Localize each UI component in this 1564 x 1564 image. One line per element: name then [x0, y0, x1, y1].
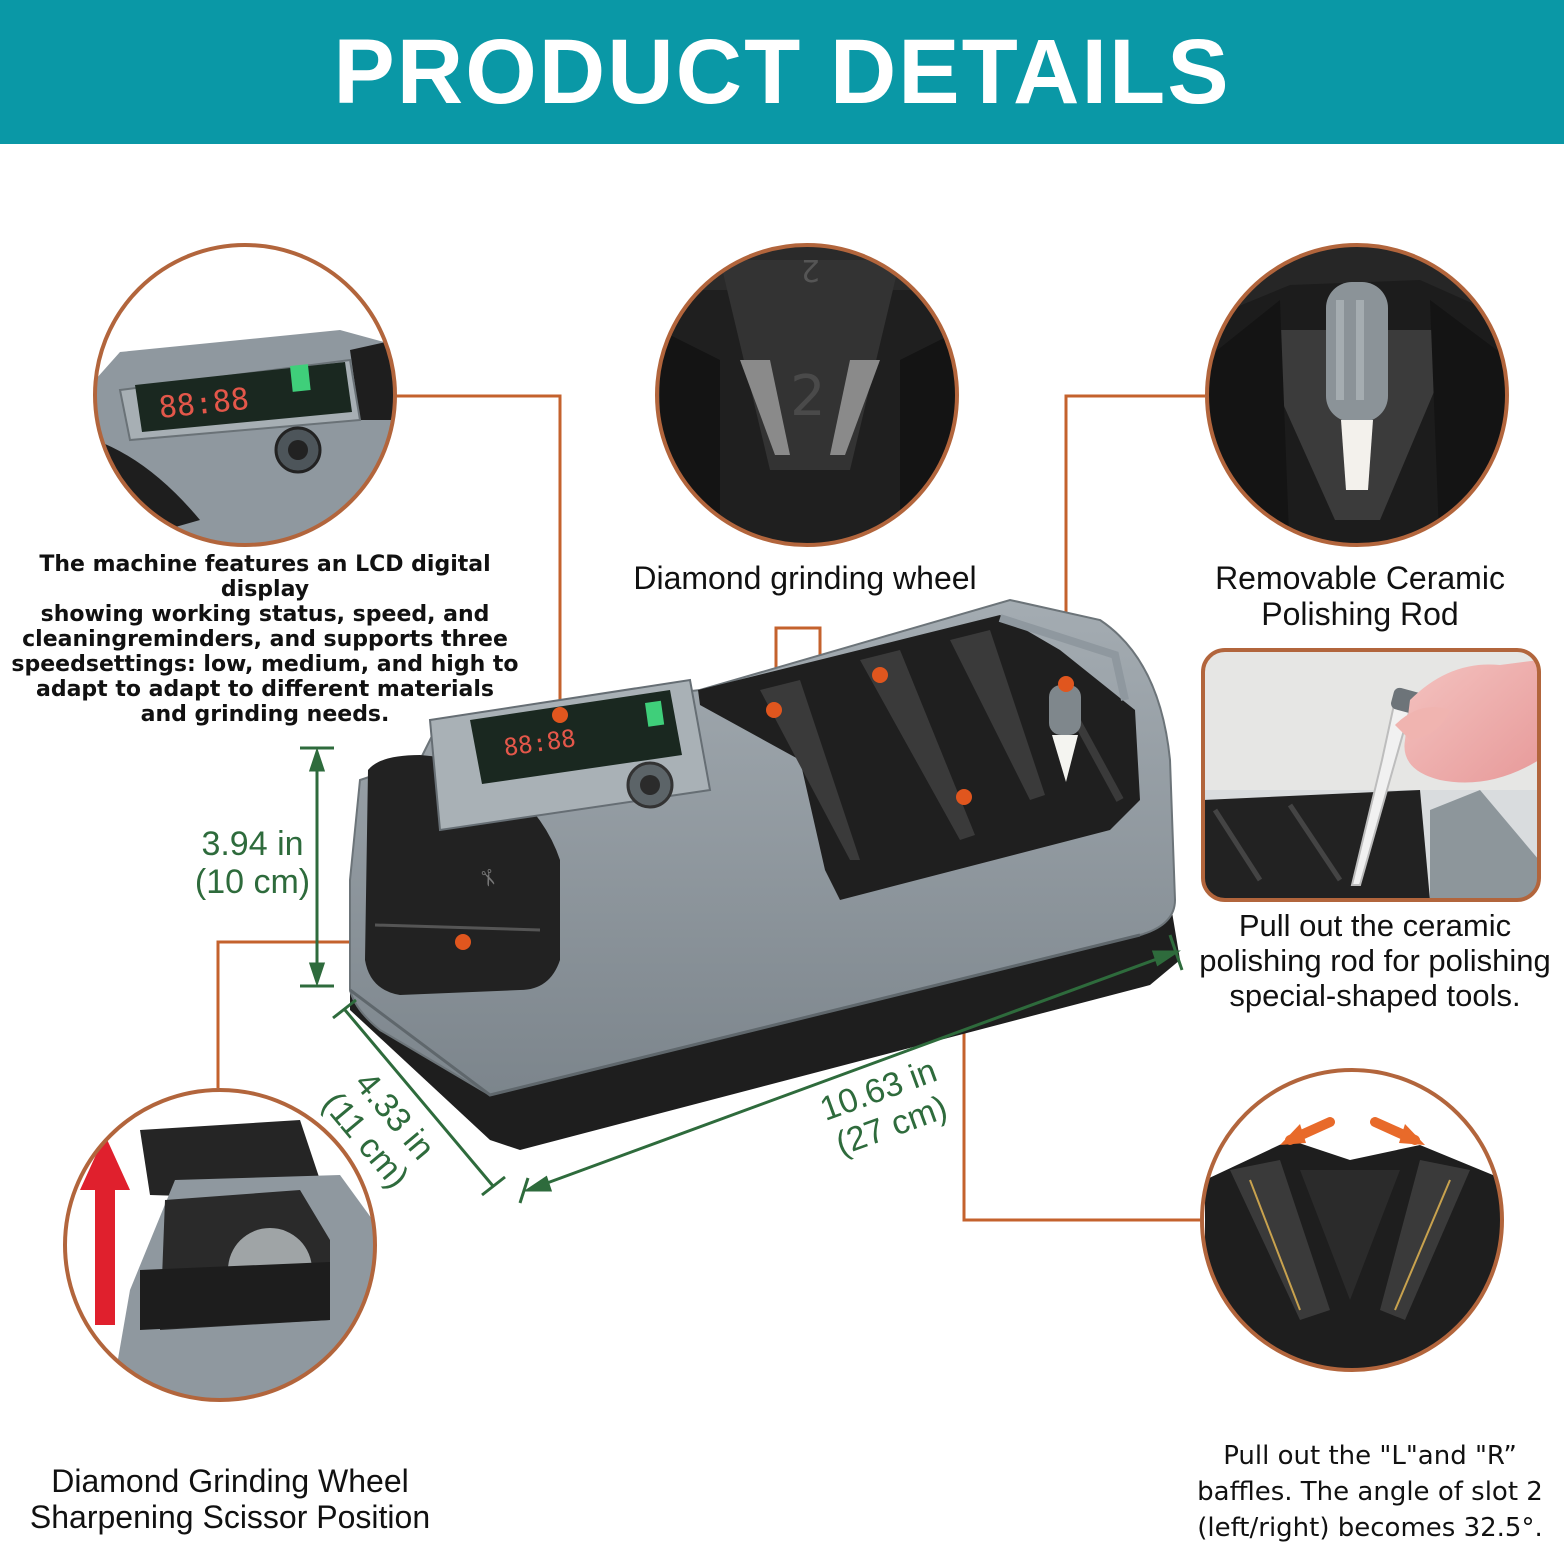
svg-text:2: 2 [801, 252, 820, 287]
slot2-closeup-circle: 2 2 [655, 243, 959, 547]
scissor-caption: Diamond Grinding Wheel Sharpening Scisso… [29, 1463, 431, 1535]
ceramic-rod-caption: Removable Ceramic Polishing Rod [1215, 560, 1505, 632]
header-banner: PRODUCT DETAILS [0, 0, 1564, 144]
lcd-closeup-circle: 88:88 [93, 243, 397, 547]
page-title: PRODUCT DETAILS [333, 20, 1231, 123]
marker-dots [455, 667, 1074, 950]
ceramic-rod-closeup-circle [1205, 243, 1509, 547]
baffles-closeup-circle [1200, 1068, 1504, 1372]
height-dimension-label: 3.94 in (10 cm) [194, 825, 311, 902]
callout-lcd-main [395, 394, 562, 715]
callout-rod-line [1064, 394, 1205, 684]
ceramic-rod-main [1049, 685, 1081, 782]
slot-number: 2 [790, 364, 826, 429]
scissor-closeup-circle [63, 1088, 377, 1402]
lcd-panel: 88:88 [428, 678, 712, 832]
pull-rod-photo [1201, 648, 1541, 902]
diamond-wheel-caption: Diamond grinding wheel [633, 560, 977, 596]
sharpener-main: ✂ 88:88 [349, 598, 1180, 1150]
pull-rod-caption: Pull out the ceramic polishing rod for p… [1199, 908, 1551, 1013]
lcd-caption: The machine features an LCD digital disp… [11, 552, 519, 727]
baffles-caption: Pull out the "L"and "R” baffles. The ang… [1197, 1441, 1543, 1543]
dimension-lines [300, 746, 1184, 1204]
